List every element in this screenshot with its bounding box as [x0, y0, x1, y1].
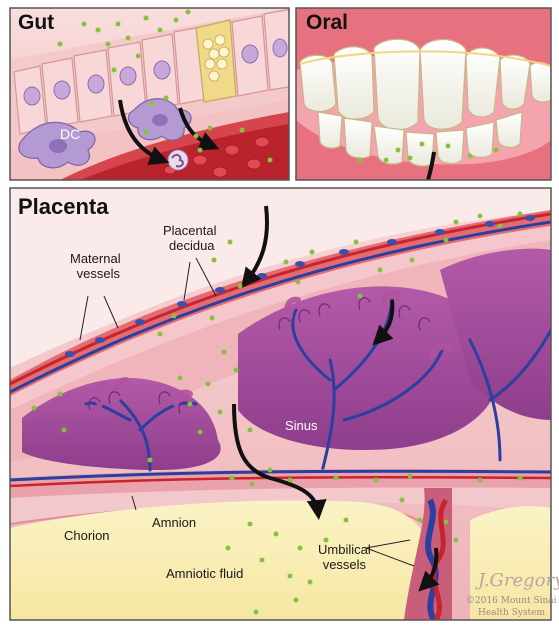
umbilical-vessels-label: Umbilical vessels	[318, 542, 371, 572]
dc-label: DC	[60, 127, 80, 142]
placental-decidua-line1: Placental	[163, 223, 216, 238]
copyright-text: ©2016 Mount Sinai	[466, 596, 557, 606]
sinus-label: Sinus	[285, 418, 318, 433]
gut-title: Gut	[18, 11, 54, 35]
maternal-vessels-line2: vessels	[70, 266, 121, 281]
chorion-label: Chorion	[64, 528, 110, 543]
institution-text: Health System	[478, 608, 545, 618]
amniotic-fluid-label: Amniotic fluid	[166, 566, 243, 581]
placental-decidua-label: Placental decidua	[163, 223, 216, 253]
umbilical-vessels-line2: vessels	[318, 557, 371, 572]
placental-decidua-line2: decidua	[163, 238, 216, 253]
oral-title: Oral	[306, 11, 348, 35]
immune-cell	[168, 150, 188, 170]
maternal-vessels-line1: Maternal	[70, 251, 121, 266]
placenta-title: Placenta	[18, 194, 109, 220]
amnion-label: Amnion	[152, 515, 196, 530]
maternal-vessels-label: Maternal vessels	[70, 251, 121, 281]
artist-signature: J.Gregory	[478, 570, 559, 591]
umbilical-vessels-line1: Umbilical	[318, 542, 371, 557]
oral-panel	[296, 8, 551, 214]
